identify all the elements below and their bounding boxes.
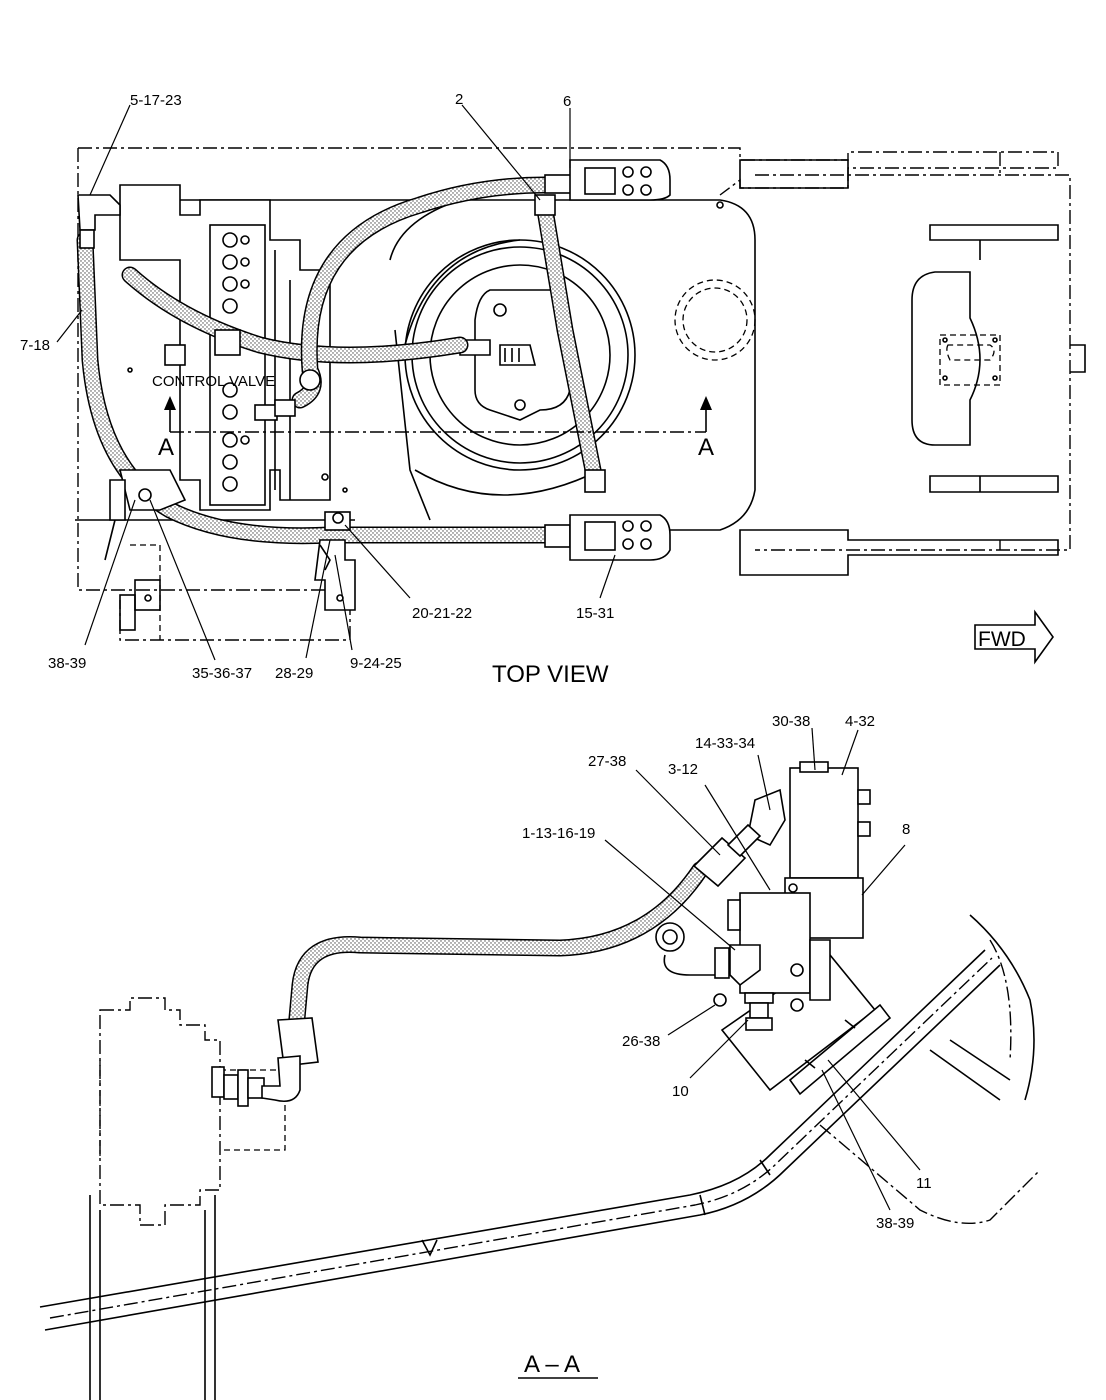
callout-7-18: 7-18 (20, 337, 50, 354)
callout-8: 8 (902, 821, 910, 838)
callouts-top-view: 5-17-23 2 6 7-18 20-21-22 15-31 38-39 35… (20, 91, 616, 682)
callout-5-17-23: 5-17-23 (130, 92, 182, 109)
frame-rail (39, 914, 1041, 1331)
callout-2: 2 (455, 91, 463, 108)
bracket-assembly (104, 469, 356, 640)
callout-10: 10 (672, 1083, 689, 1100)
top-view: A A CONTROL VALVE 5-17-23 2 6 7-18 20-21… (20, 91, 1086, 688)
callout-20-21-22: 20-21-22 (412, 605, 472, 622)
callout-27-38: 27-38 (588, 753, 626, 770)
fwd-label: FWD (978, 628, 1026, 651)
swivel-joint (459, 289, 571, 421)
section-view-title: A – A (524, 1351, 580, 1378)
callout-9-24-25: 9-24-25 (350, 655, 402, 672)
section-line-a-a: A A (158, 396, 714, 461)
callout-15-31: 15-31 (576, 605, 614, 622)
hose-section-view (261, 823, 762, 1103)
valve-blocks-top-view (569, 159, 671, 561)
callout-3-12: 3-12 (668, 761, 698, 778)
valve-ports (222, 232, 250, 492)
valve-assembly (713, 761, 871, 1031)
callouts-section-view: 30-38 4-32 14-33-34 3-12 27-38 8 1-13-16… (522, 713, 932, 1232)
callout-38-39-section: 38-39 (876, 1215, 914, 1232)
callout-38-39: 38-39 (48, 655, 86, 672)
callout-35-36-37: 35-36-37 (192, 665, 252, 682)
control-valve-profile (89, 997, 286, 1400)
control-valve-label: CONTROL VALVE (152, 373, 275, 390)
section-marker-left: A (158, 434, 174, 461)
fwd-arrow: FWD (974, 609, 1054, 665)
callout-28-29: 28-29 (275, 665, 313, 682)
callout-6: 6 (563, 93, 571, 110)
callout-30-38: 30-38 (772, 713, 810, 730)
section-marker-right: A (698, 434, 714, 461)
callout-26-38: 26-38 (622, 1033, 660, 1050)
callout-11: 11 (916, 1175, 932, 1192)
top-view-title: TOP VIEW (492, 661, 609, 688)
fittings-top-view (77, 174, 606, 548)
section-view: 30-38 4-32 14-33-34 3-12 27-38 8 1-13-16… (39, 713, 1041, 1400)
callout-14-33-34: 14-33-34 (695, 735, 755, 752)
callout-4-32: 4-32 (845, 713, 875, 730)
callout-1-13-16-19: 1-13-16-19 (522, 825, 595, 842)
